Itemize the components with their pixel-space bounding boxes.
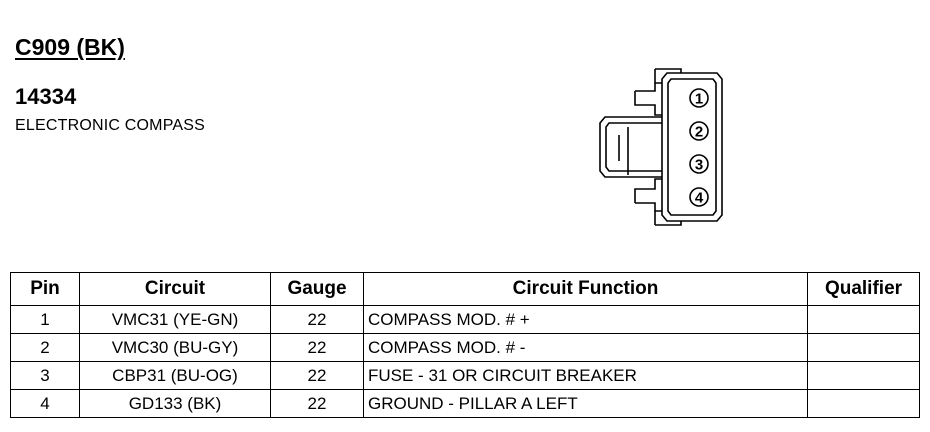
table-row: 1 VMC31 (YE-GN) 22 COMPASS MOD. # + (10, 305, 920, 334)
part-description: ELECTRONIC COMPASS (15, 117, 205, 134)
table-row: 3 CBP31 (BU-OG) 22 FUSE - 31 OR CIRCUIT … (10, 361, 920, 390)
cell-gauge: 22 (270, 389, 364, 418)
cell-qualifier (807, 305, 920, 334)
cell-circuit-function: GROUND - PILLAR A LEFT (363, 389, 808, 418)
table-row: 2 VMC30 (BU-GY) 22 COMPASS MOD. # - (10, 333, 920, 362)
cell-pin: 2 (10, 333, 80, 362)
cell-circuit-function: COMPASS MOD. # - (363, 333, 808, 362)
column-header-pin: Pin (10, 272, 80, 306)
svg-text:1: 1 (695, 91, 703, 108)
connector-id-title: C909 (BK) (15, 34, 125, 60)
cell-circuit: VMC30 (BU-GY) (79, 333, 271, 362)
pin-4-marker: 4 (689, 187, 709, 207)
svg-text:3: 3 (695, 157, 703, 174)
column-header-circuit: Circuit (79, 272, 271, 306)
part-number: 14334 (15, 84, 77, 109)
cell-gauge: 22 (270, 333, 364, 362)
cell-pin: 3 (10, 361, 80, 390)
cell-gauge: 22 (270, 361, 364, 390)
pin-2-marker: 2 (689, 121, 709, 141)
cell-circuit: VMC31 (YE-GN) (79, 305, 271, 334)
svg-text:4: 4 (695, 190, 704, 207)
connector-diagram: 1 2 3 4 (599, 68, 723, 226)
pin-table: Pin Circuit Gauge Circuit Function Quali… (10, 272, 920, 418)
cell-circuit-function: FUSE - 31 OR CIRCUIT BREAKER (363, 361, 808, 390)
cell-circuit-function: COMPASS MOD. # + (363, 305, 808, 334)
connector-outline (599, 68, 723, 226)
column-header-circuit-function: Circuit Function (363, 272, 808, 306)
pin-1-marker: 1 (689, 88, 709, 108)
cell-qualifier (807, 333, 920, 362)
cell-pin: 4 (10, 389, 80, 418)
column-header-qualifier: Qualifier (807, 272, 920, 306)
table-header-row: Pin Circuit Gauge Circuit Function Quali… (10, 272, 920, 306)
column-header-gauge: Gauge (270, 272, 364, 306)
cell-circuit: CBP31 (BU-OG) (79, 361, 271, 390)
cell-gauge: 22 (270, 305, 364, 334)
pin-3-marker: 3 (689, 154, 709, 174)
cell-pin: 1 (10, 305, 80, 334)
cell-qualifier (807, 361, 920, 390)
cell-circuit: GD133 (BK) (79, 389, 271, 418)
svg-text:2: 2 (695, 124, 703, 141)
table-row: 4 GD133 (BK) 22 GROUND - PILLAR A LEFT (10, 389, 920, 418)
cell-qualifier (807, 389, 920, 418)
